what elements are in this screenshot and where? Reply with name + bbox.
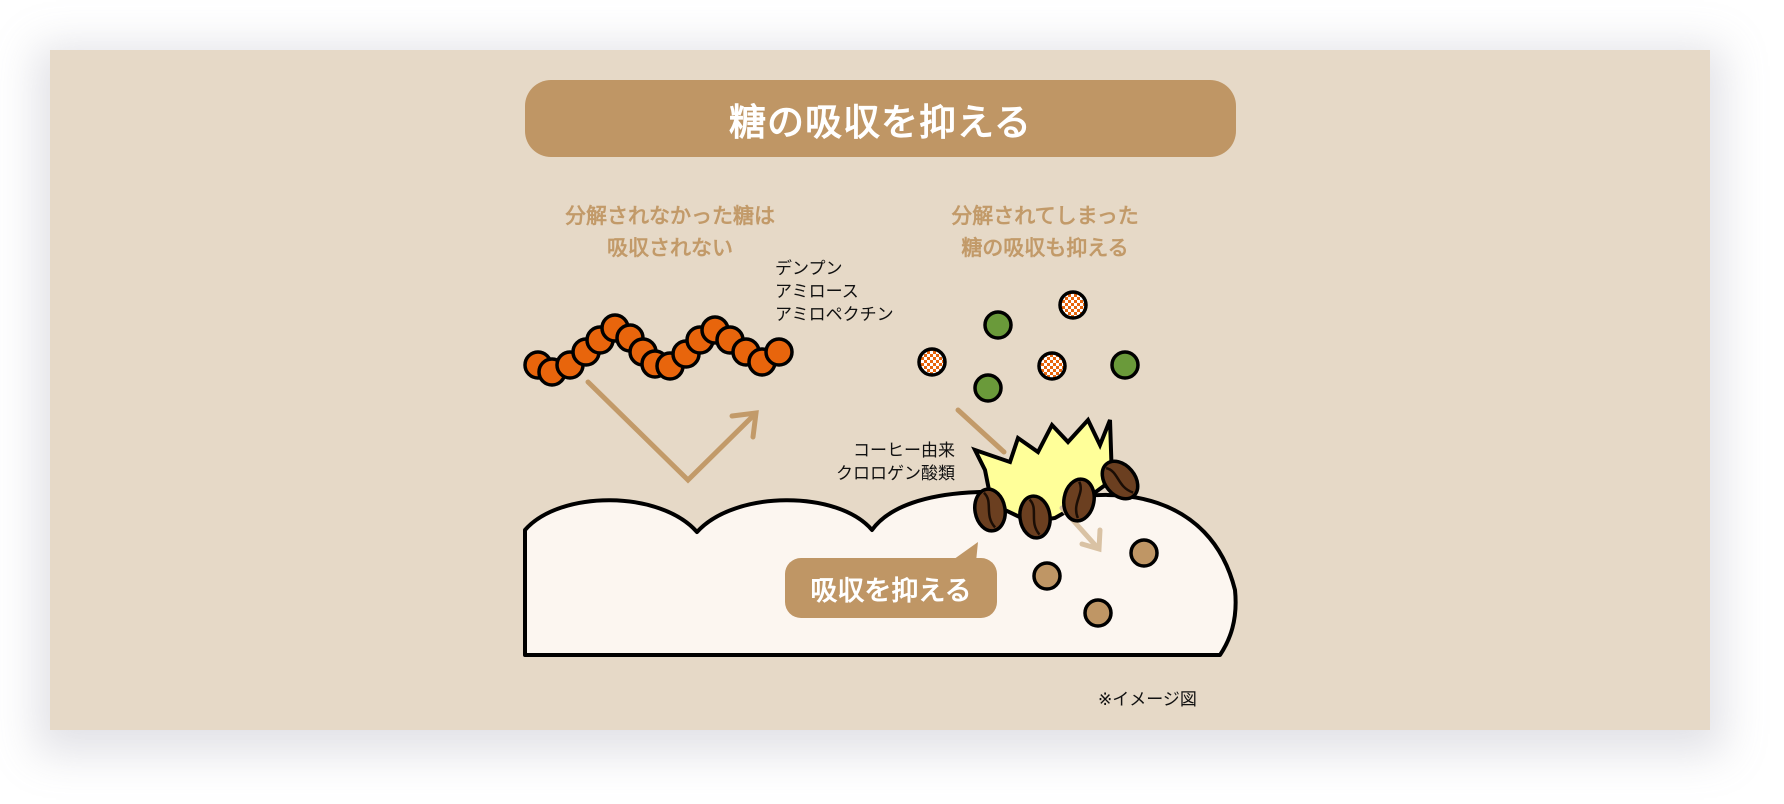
starch-label-1: デンプン (775, 259, 843, 279)
sugar-checker (1037, 351, 1067, 381)
left-heading-line-2: 吸収されない (607, 236, 733, 260)
absorbed-sugars (1032, 538, 1159, 628)
right-heading-line-2: 糖の吸収も抑える (961, 236, 1129, 260)
sugar-checker (1058, 290, 1088, 320)
glucose-green (983, 310, 1013, 340)
absorbed-sugar (1032, 561, 1062, 591)
starch-bead (764, 337, 794, 367)
sugar-checker (917, 347, 947, 377)
sugar-molecules (917, 290, 1140, 403)
left-heading: 分解されなかった糖は 吸収されない (520, 200, 820, 264)
absorbed-sugar (1129, 538, 1159, 568)
glucose-green (1110, 350, 1140, 380)
coffee-label-2: クロロゲン酸類 (836, 464, 955, 484)
right-heading-line-1: 分解されてしまった (951, 204, 1139, 228)
starch-chain (523, 313, 794, 387)
absorbed-sugar (1083, 598, 1113, 628)
absorb-arrowhead (1079, 527, 1103, 553)
coffee-bean (1062, 477, 1096, 523)
glucose-green (973, 373, 1003, 403)
coffee-bean (973, 487, 1007, 533)
coffee-label-1: コーヒー由来 (853, 441, 955, 461)
image-note: ※イメージ図 (1098, 690, 1197, 710)
right-heading: 分解されてしまった 糖の吸収も抑える (905, 200, 1185, 264)
badge-tail (950, 542, 978, 562)
coffee-bean (1018, 494, 1052, 540)
coffee-bean (1100, 459, 1140, 501)
absorb-badge: 吸収を抑える (785, 558, 997, 618)
starch-label-3: アミロペクチン (775, 305, 894, 325)
absorb-arrow-top (955, 407, 1007, 455)
starch-labels: デンプン アミロース アミロペクチン (775, 258, 894, 327)
bounce-arrow (585, 379, 758, 484)
bounce-arrowhead (729, 410, 759, 440)
starch-label-2: アミロース (775, 282, 859, 302)
coffee-beans (973, 459, 1140, 540)
coffee-labels: コーヒー由来 クロロゲン酸類 (810, 440, 955, 486)
diagram-title: 糖の吸収を抑える (525, 80, 1236, 157)
left-heading-line-1: 分解されなかった糖は (565, 204, 775, 228)
